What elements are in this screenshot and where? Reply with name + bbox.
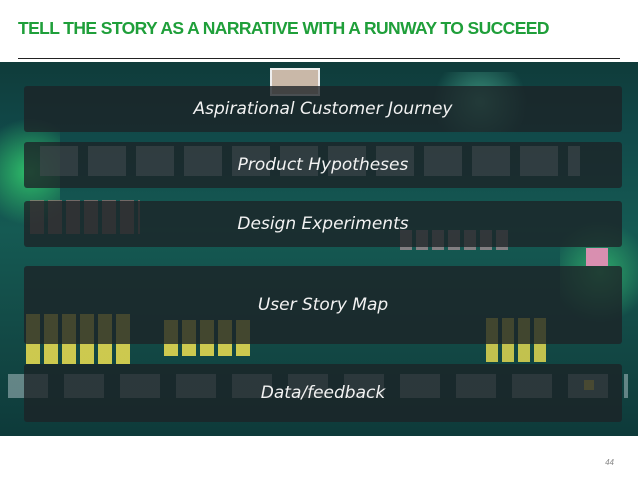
- layer-band-2: Product Hypotheses: [24, 142, 622, 188]
- layer-label-3: Design Experiments: [237, 214, 408, 234]
- wall-photo: Aspirational Customer Journey Product Hy…: [0, 62, 638, 436]
- layer-band-1: Aspirational Customer Journey: [24, 86, 622, 132]
- layer-label-4: User Story Map: [258, 295, 388, 315]
- page-number: 44: [605, 458, 614, 467]
- layer-label-2: Product Hypotheses: [238, 155, 409, 175]
- slide-title: TELL THE STORY AS A NARRATIVE WITH A RUN…: [18, 18, 549, 39]
- layer-band-4: User Story Map: [24, 266, 622, 344]
- layer-band-3: Design Experiments: [24, 201, 622, 247]
- layer-label-1: Aspirational Customer Journey: [194, 99, 453, 119]
- layer-label-5: Data/feedback: [261, 383, 385, 403]
- layer-band-5: Data/feedback: [24, 364, 622, 422]
- title-divider: [18, 58, 620, 59]
